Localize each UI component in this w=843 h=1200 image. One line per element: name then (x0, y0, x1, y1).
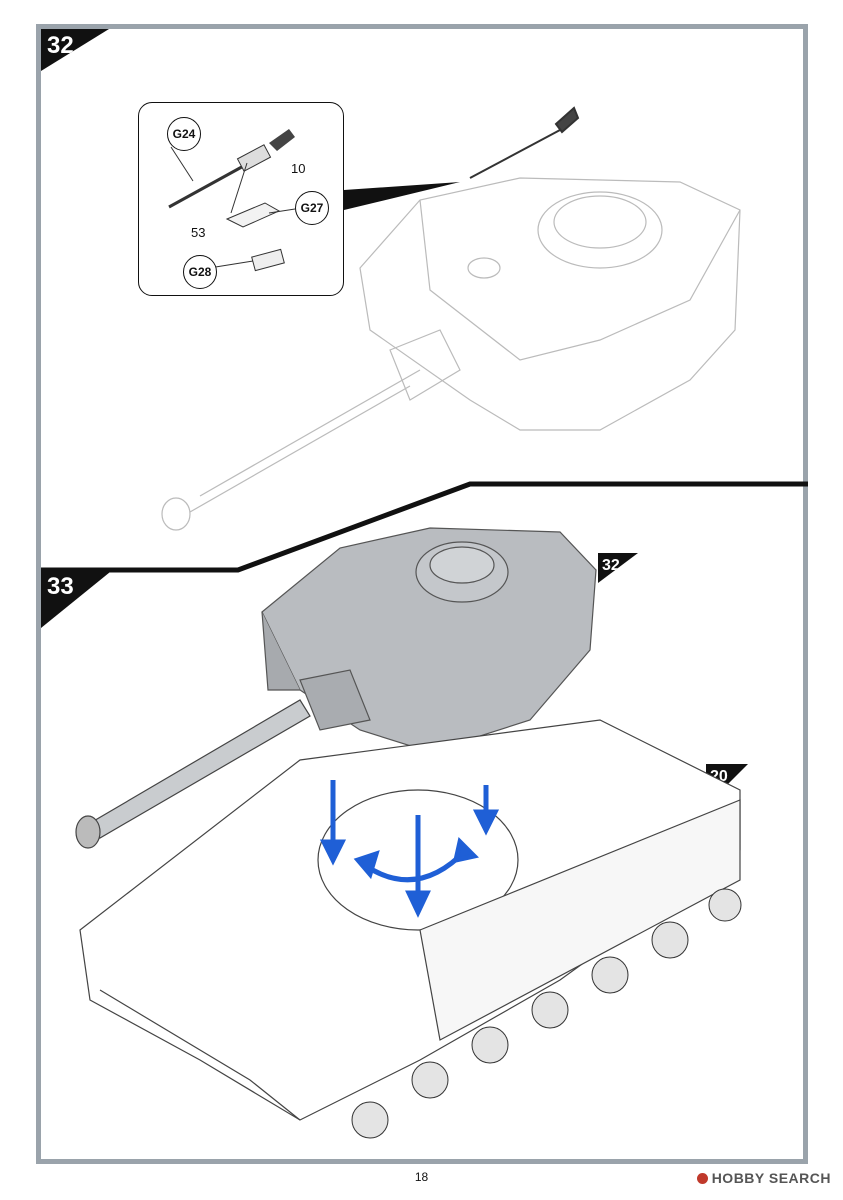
callout-g27: G27 (295, 191, 329, 225)
callout-g27-label: G27 (300, 201, 324, 215)
callout-g24: G24 (167, 117, 201, 151)
machine-gun-parts-drawing (168, 129, 296, 272)
step-33-label: 33 (47, 573, 74, 600)
callout-g24-label: G24 (172, 127, 196, 141)
watermark: HOBBY SEARCH (696, 1170, 831, 1186)
page-number: 18 (414, 1170, 429, 1184)
hobby-search-logo-icon (696, 1173, 708, 1184)
part-number-53: 53 (191, 225, 206, 240)
part-number-10: 10 (291, 161, 306, 176)
ref-32-label: 32 (602, 557, 620, 574)
detail-inset-box: G24 G27 G28 10 53 (138, 102, 344, 296)
callout-g28: G28 (183, 255, 217, 289)
callout-g28-label: G28 (188, 265, 212, 279)
watermark-text: HOBBY SEARCH (711, 1170, 831, 1186)
